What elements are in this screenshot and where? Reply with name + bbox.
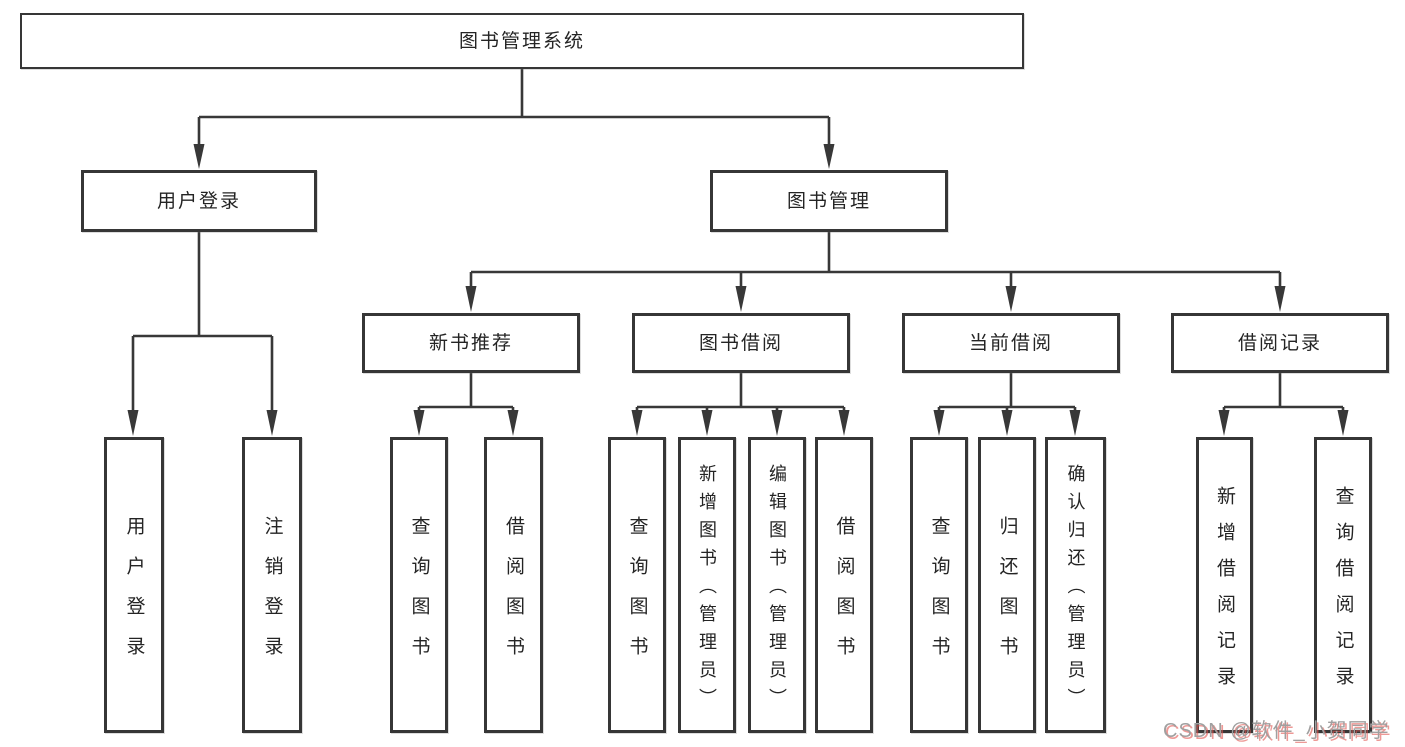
node-system-root: 图书管理系统 xyxy=(20,13,1024,69)
node-label: 查询图书 xyxy=(626,515,648,676)
node-book-borrow: 图书借阅 xyxy=(632,313,850,373)
node-label: 图书管理系统 xyxy=(458,30,585,52)
leaf-borrow-book: 借阅图书 xyxy=(815,437,873,733)
csdn-watermark: CSDN @软件_小贺同学 xyxy=(1163,720,1390,742)
leaf-logout: 注销登录 xyxy=(242,437,302,733)
leaf-return-book: 归还图书 xyxy=(978,437,1036,733)
node-label: 查询借阅记录 xyxy=(1332,485,1354,702)
leaf-add-book-admin: 新增图书（管理员） xyxy=(678,437,736,733)
node-label: 编辑图书（管理员） xyxy=(767,464,787,716)
node-current-borrow: 当前借阅 xyxy=(902,313,1120,373)
leaf-edit-book-admin: 编辑图书（管理员） xyxy=(748,437,806,733)
node-label: 借阅记录 xyxy=(1237,332,1322,354)
node-label: 注销登录 xyxy=(261,515,283,676)
node-label: 图书管理 xyxy=(786,190,871,212)
node-label: 新增借阅记录 xyxy=(1214,485,1235,702)
leaf-user-login: 用户登录 xyxy=(104,437,164,733)
node-label: 归还图书 xyxy=(996,515,1018,676)
node-label: 图书借阅 xyxy=(698,332,783,354)
leaf-query-book-recommend: 查询图书 xyxy=(390,437,448,733)
leaf-confirm-return-admin: 确认归还（管理员） xyxy=(1045,437,1106,733)
leaf-query-book: 查询图书 xyxy=(608,437,666,733)
node-new-book-recommend: 新书推荐 xyxy=(362,313,580,373)
node-label: 用户登录 xyxy=(156,190,241,212)
node-label: 新增图书（管理员） xyxy=(697,464,717,716)
node-label: 新书推荐 xyxy=(428,332,513,354)
node-label: 确认归还（管理员） xyxy=(1065,464,1086,716)
node-borrow-record: 借阅记录 xyxy=(1171,313,1389,373)
node-label: 用户登录 xyxy=(123,515,145,676)
node-user-login: 用户登录 xyxy=(81,170,317,232)
leaf-query-borrow-record: 查询借阅记录 xyxy=(1314,437,1372,733)
leaf-add-borrow-record: 新增借阅记录 xyxy=(1196,437,1253,733)
leaf-borrow-book-recommend: 借阅图书 xyxy=(484,437,543,733)
node-book-management: 图书管理 xyxy=(710,170,948,232)
node-label: 查询图书 xyxy=(408,515,430,676)
node-label: 借阅图书 xyxy=(503,515,524,676)
node-label: 查询图书 xyxy=(928,515,950,676)
node-label: 借阅图书 xyxy=(833,515,855,676)
leaf-query-current-borrow: 查询图书 xyxy=(910,437,968,733)
arrowheads xyxy=(127,144,1349,436)
node-label: 当前借阅 xyxy=(968,332,1053,354)
